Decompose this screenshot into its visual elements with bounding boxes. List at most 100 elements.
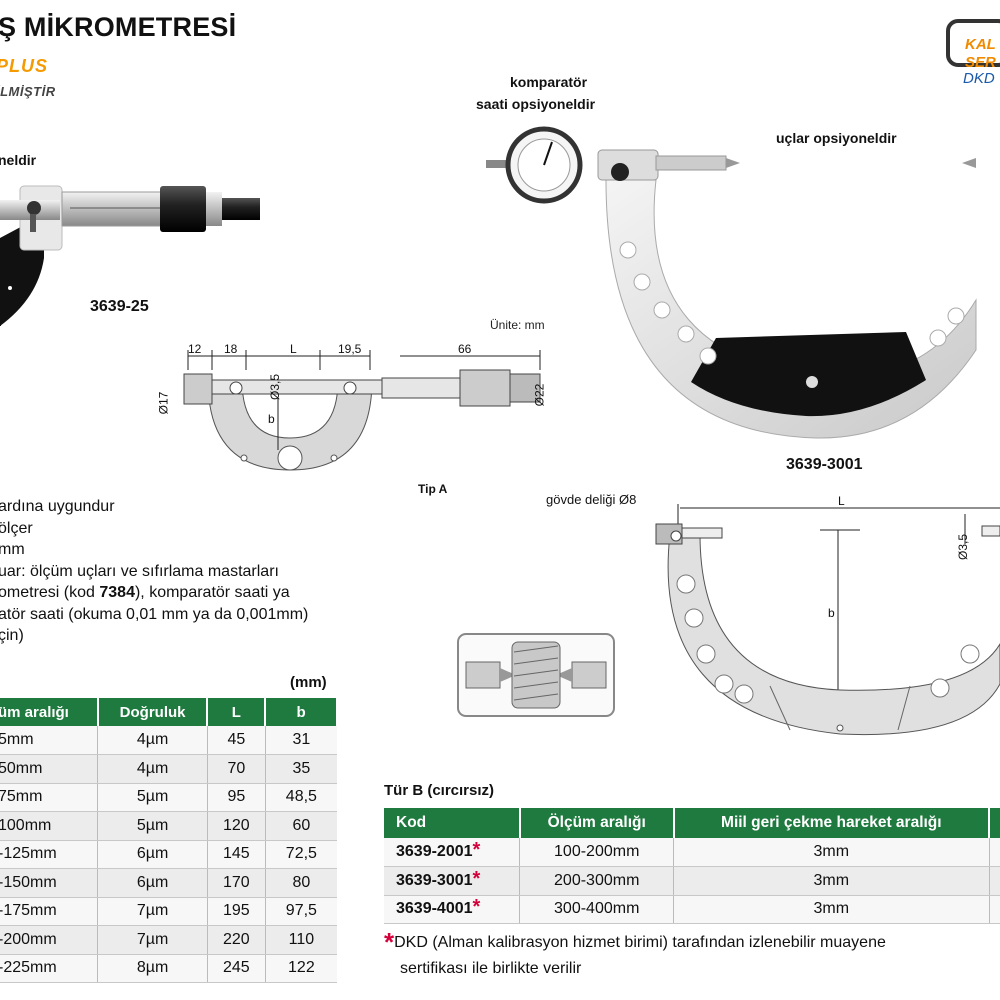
table-cell: -175mm <box>0 897 99 926</box>
type-a-drawing <box>183 350 541 471</box>
model-large-label: 3639-3001 <box>786 456 863 473</box>
dim-d22: Ø22 <box>532 383 547 407</box>
table-cell: -200mm <box>0 925 99 955</box>
table-cell: 100-200mm <box>519 838 675 867</box>
logo-line1: KAL <box>965 36 996 53</box>
small-micrometer-illustration <box>0 185 260 326</box>
feature-item: atör saati (okuma 0,01 mm ya da 0,001mm) <box>0 605 309 623</box>
table-cell: 110 <box>265 925 337 955</box>
table-cell: 3mm <box>673 866 990 896</box>
logo-line2: SER <box>965 54 996 71</box>
table-cell: 220 <box>207 925 266 955</box>
feature-item: çin) <box>0 627 24 644</box>
table-a-header: Doğruluk <box>97 698 209 726</box>
tips-optional-label: uçlar opsiyoneldir <box>776 130 897 146</box>
brand-plus: PLUS <box>0 56 49 76</box>
table-cell: 200-300mm <box>519 866 675 896</box>
code-star: * <box>472 896 481 919</box>
logo-frame-icon <box>946 19 1000 67</box>
type-b-drawing <box>655 504 1000 736</box>
tip-a-label: Tip A <box>418 482 448 496</box>
table-cell: -125mm <box>0 840 99 869</box>
table-b-title: Tür B (cırcırsız) <box>384 782 495 799</box>
body-hole-label: gövde deliği Ø8 <box>546 492 637 507</box>
table-b-header: Kod <box>384 808 521 838</box>
large-micrometer-illustration <box>486 126 977 439</box>
table-b-header <box>989 808 1000 838</box>
logo-line3: DKD <box>963 70 995 87</box>
table-cell <box>989 838 1000 867</box>
footnote-line2: sertifikası ile birlikte verilir <box>400 960 582 977</box>
table-cell: 5µm <box>97 783 208 812</box>
comparator-label-2: saati opsiyoneldir <box>476 96 596 112</box>
dim-d3-5: Ø3,5 <box>268 373 283 401</box>
table-cell: 95 <box>207 783 266 812</box>
table-cell: 97,5 <box>265 897 337 926</box>
feature-item: ometresi (kod 7384), komparatör saati ya <box>0 582 398 604</box>
table-cell: 31 <box>265 726 337 755</box>
table-cell <box>989 895 1000 924</box>
table-b: Kod Ölçüm aralığı Miil geri çekme hareke… <box>384 808 1000 924</box>
table-cell: 122 <box>265 954 337 983</box>
unit-label: Ünite: mm <box>490 318 545 332</box>
page-title: Ş MİKROMETRESİ <box>0 12 237 42</box>
table-cell: 70 <box>207 754 266 784</box>
features-list: ardına uygundur ölçer mm uar: ölçüm uçla… <box>0 496 398 647</box>
table-a-header-row: üm aralığı Doğruluk L b <box>0 698 338 726</box>
feature-item: ardına uygundur <box>0 498 115 515</box>
table-b-header: Ölçüm aralığı <box>519 808 675 838</box>
table-cell: 7µm <box>97 925 208 955</box>
comparator-label-1: komparatör <box>510 74 588 90</box>
table-cell: 50mm <box>0 754 99 784</box>
dim-d17: Ø17 <box>156 391 171 415</box>
table-cell: 3mm <box>673 895 990 924</box>
table-cell: 45 <box>207 726 266 755</box>
table-cell: 3639-3001* <box>384 866 521 896</box>
table-b-header: Miil geri çekme hareket aralığı <box>673 808 991 838</box>
table-cell: 6µm <box>97 840 208 869</box>
table-a-header: üm aralığı <box>0 698 99 726</box>
dim-b-l: L <box>838 494 845 508</box>
table-cell: 4µm <box>97 726 208 755</box>
dim-b: b <box>268 412 275 426</box>
footnote: *DKD (Alman kalibrasyon hizmet birimi) t… <box>384 927 1000 982</box>
table-cell: 120 <box>207 811 266 841</box>
table-cell: 5mm <box>0 726 99 755</box>
calibration-logo: KAL SER DKD <box>945 18 1000 87</box>
code-text: 3639-3001 <box>396 871 473 889</box>
table-cell: -225mm <box>0 954 99 983</box>
table-cell: 100mm <box>0 811 99 841</box>
footnote-line1: DKD (Alman kalibrasyon hizmet birimi) ta… <box>394 934 886 951</box>
table-a-header: b <box>265 698 338 726</box>
table-cell: 4µm <box>97 754 208 784</box>
table-b-header-row: Kod Ölçüm aralığı Miil geri çekme hareke… <box>384 808 1000 838</box>
tested-caption: İLMİŞTİR <box>0 84 56 99</box>
code-text: 3639-4001 <box>396 900 473 918</box>
thread-inset-illustration <box>457 633 615 717</box>
feature-item: uar: ölçüm uçları ve sıfırlama mastarlar… <box>0 562 279 580</box>
model-small-label: 3639-25 <box>90 298 149 315</box>
footnote-star: * <box>384 927 395 957</box>
table-cell: 80 <box>265 868 337 898</box>
feature-item: ölçer <box>0 519 33 537</box>
dim-12: 12 <box>188 342 202 356</box>
table-cell <box>989 866 1000 896</box>
table-a-header: L <box>207 698 267 726</box>
code-star: * <box>472 839 481 861</box>
table-cell: 300-400mm <box>519 895 675 924</box>
feature-item-text: ometresi (kod 7384), komparatör saati ya <box>0 584 290 601</box>
dim-b-b: b <box>828 606 835 620</box>
table-cell: 6µm <box>97 868 208 898</box>
dim-b-d3-5: Ø3,5 <box>956 533 971 561</box>
